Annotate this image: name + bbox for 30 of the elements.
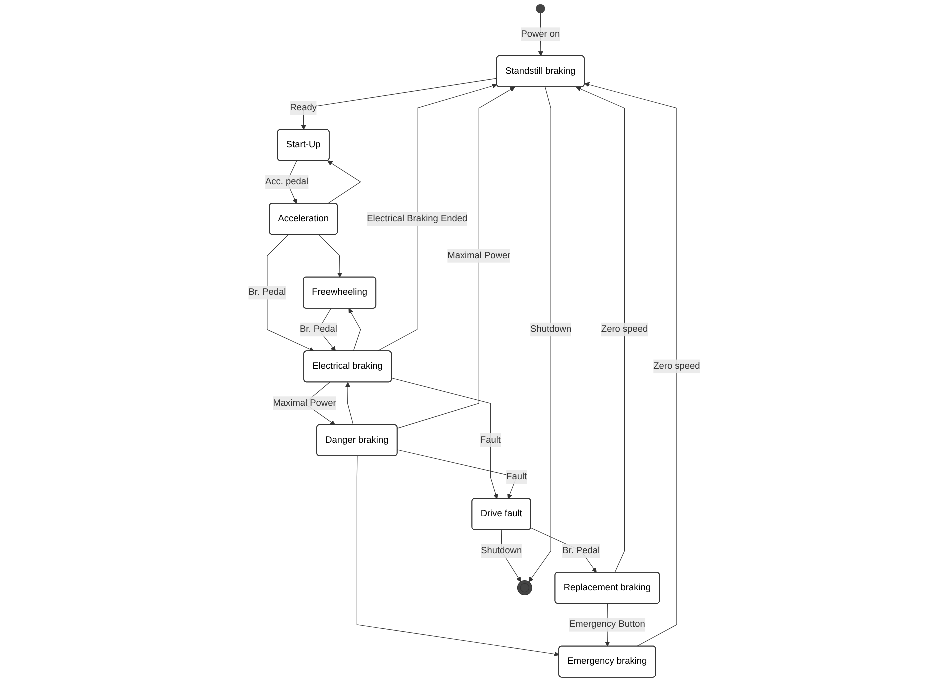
arrow [328,160,362,204]
edge-label: Br. Pedal [562,546,600,556]
edge-label: Maximal Power [448,250,511,261]
edge-label: Power on [521,29,560,40]
edge-label: Br. Pedal [300,324,338,334]
arrow [356,456,560,657]
arrow [301,78,498,130]
edge-label: Emergency Button [569,620,646,630]
edge-label: Maximal Power [273,398,336,408]
node-bullseye [517,580,532,596]
node-circle [536,4,546,14]
edge-label: Shutdown [481,546,522,556]
edge-label: Br. Pedal [248,288,286,298]
arrow [576,86,626,574]
arrow [392,378,498,500]
arrow [267,234,314,352]
arrow [528,87,552,582]
edge-label: Acc. pedal [266,176,309,187]
arrow [346,382,354,426]
edge-label: Zero speed [601,324,648,334]
edge-label: Zero speed [654,361,700,372]
edge-label: Electrical Braking Ended [367,214,468,224]
arrow [318,234,343,278]
arrow [397,87,516,429]
edge-label: Shutdown [530,324,572,334]
edge-label: Ready [290,103,317,113]
edge-label: Fault [506,472,528,482]
arrow [348,308,362,352]
arrow [377,84,498,352]
edge-label: Fault [480,435,501,446]
